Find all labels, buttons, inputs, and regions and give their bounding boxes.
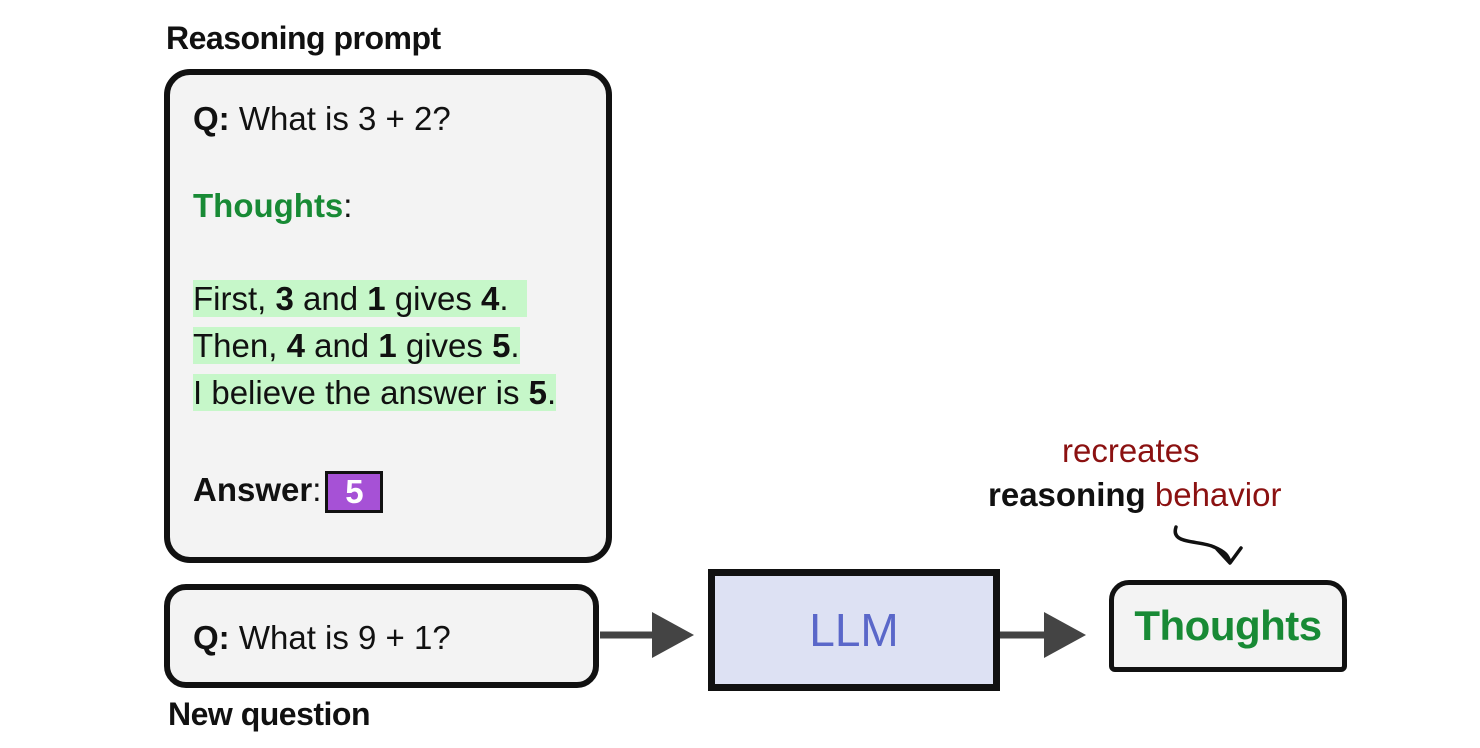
answer-value: 5 — [325, 471, 384, 514]
annotation-recreates: recreates — [1062, 432, 1200, 469]
answer-label: Answer — [193, 471, 313, 508]
annotation-reasoning: reasoning — [988, 476, 1146, 513]
curved-annotation-arrow — [1173, 525, 1243, 565]
new-question-text: Q: What is 9 + 1? — [193, 619, 451, 656]
new-question-box: Q: What is 9 + 1? — [164, 584, 599, 688]
output-thoughts-box: Thoughts — [1109, 580, 1347, 672]
annotation-reasoning-behavior: reasoning behavior — [988, 476, 1281, 514]
thought-line-1: First, 3 and 1 gives 4. — [193, 280, 527, 318]
thoughts-colon: : — [343, 187, 353, 224]
annotation-behavior: behavior — [1145, 476, 1282, 513]
reasoning-prompt-box: Q: What is 3 + 2? Thoughts: First, 3 and… — [164, 69, 612, 563]
question-prefix: Q: — [193, 100, 230, 137]
thoughts-label: Thoughts — [193, 187, 344, 224]
arrow-llm-to-thoughts — [1000, 612, 1086, 658]
answer-line: Answer:5 — [193, 471, 384, 514]
question-text: What is 3 + 2? — [229, 100, 451, 137]
arrow-question-to-llm — [600, 612, 694, 658]
llm-label: LLM — [809, 604, 899, 656]
thought-line-3: I believe the answer is 5. — [193, 374, 557, 411]
thought-line-2: Then, 4 and 1 gives 5. — [193, 327, 520, 364]
thoughts-line: Thoughts: — [193, 187, 352, 225]
prompt-question: Q: What is 3 + 2? — [193, 100, 451, 138]
llm-box: LLM — [708, 569, 1000, 691]
new-question-heading: New question — [168, 696, 371, 732]
reasoning-prompt-heading: Reasoning prompt — [166, 20, 441, 56]
new-question-prefix: Q: — [193, 619, 230, 656]
output-thoughts-label: Thoughts — [1134, 602, 1322, 649]
